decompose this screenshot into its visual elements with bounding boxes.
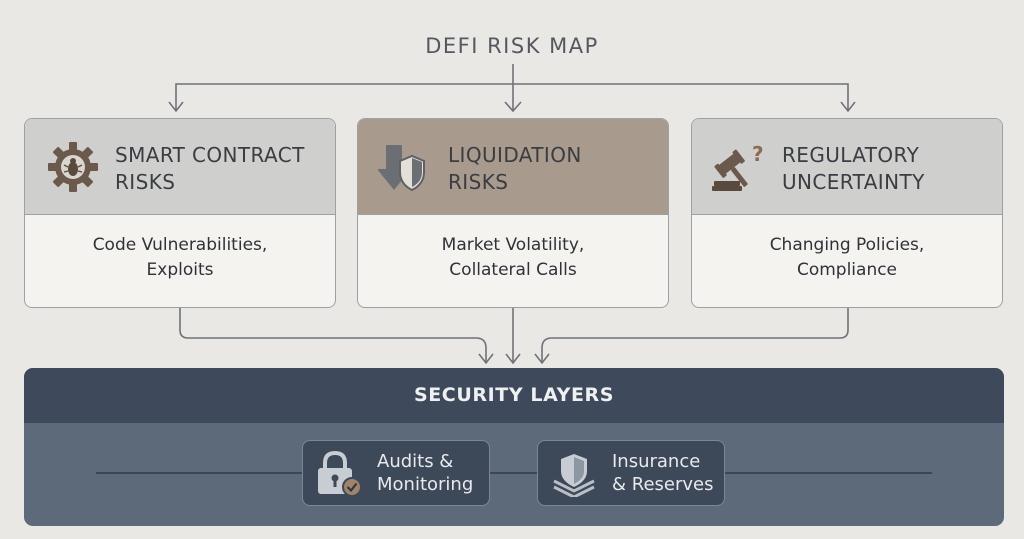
risk-card-description: Changing Policies, Compliance xyxy=(769,235,925,280)
security-layers-divider xyxy=(96,472,932,474)
risk-card-liquidation: LIQUIDATION RISKS Market Volatility, Col… xyxy=(357,118,669,308)
risk-card-title: SMART CONTRACT RISKS xyxy=(115,143,305,194)
risk-card-title: REGULATORY UNCERTAINTY xyxy=(782,143,925,194)
security-layers-panel: SECURITY LAYERS Audits & Monitoring Insu… xyxy=(24,368,1004,526)
risk-card-description: Code Vulnerabilities, Exploits xyxy=(92,235,268,280)
shield-layers-icon xyxy=(553,454,595,497)
risk-card-header: ? REGULATORY UNCERTAINTY xyxy=(692,119,1002,215)
svg-text:?: ? xyxy=(752,142,764,166)
gavel-question-icon: ? xyxy=(712,142,764,191)
security-item-label: Insurance & Reserves xyxy=(612,451,714,495)
risk-card-header: SMART CONTRACT RISKS xyxy=(25,119,335,215)
risk-card-regulatory: ? REGULATORY UNCERTAINTY Changing Polici… xyxy=(691,118,1003,308)
diagram-title: DEFI RISK MAP xyxy=(425,34,599,58)
lock-check-icon xyxy=(318,451,362,497)
security-layers-title: SECURITY LAYERS xyxy=(24,368,1004,423)
security-item-label: Audits & Monitoring xyxy=(377,451,474,495)
risk-card-title: LIQUIDATION RISKS xyxy=(448,143,582,194)
risk-card-header: LIQUIDATION RISKS xyxy=(358,119,668,215)
security-item-insurance: Insurance & Reserves xyxy=(537,440,725,506)
risk-card-description: Market Volatility, Collateral Calls xyxy=(441,235,585,280)
security-item-audits: Audits & Monitoring xyxy=(302,440,490,506)
risk-card-smart-contract: SMART CONTRACT RISKS Code Vulnerabilitie… xyxy=(24,118,336,308)
down-arrow-shield-icon xyxy=(378,145,425,192)
gear-bug-icon xyxy=(48,142,98,192)
